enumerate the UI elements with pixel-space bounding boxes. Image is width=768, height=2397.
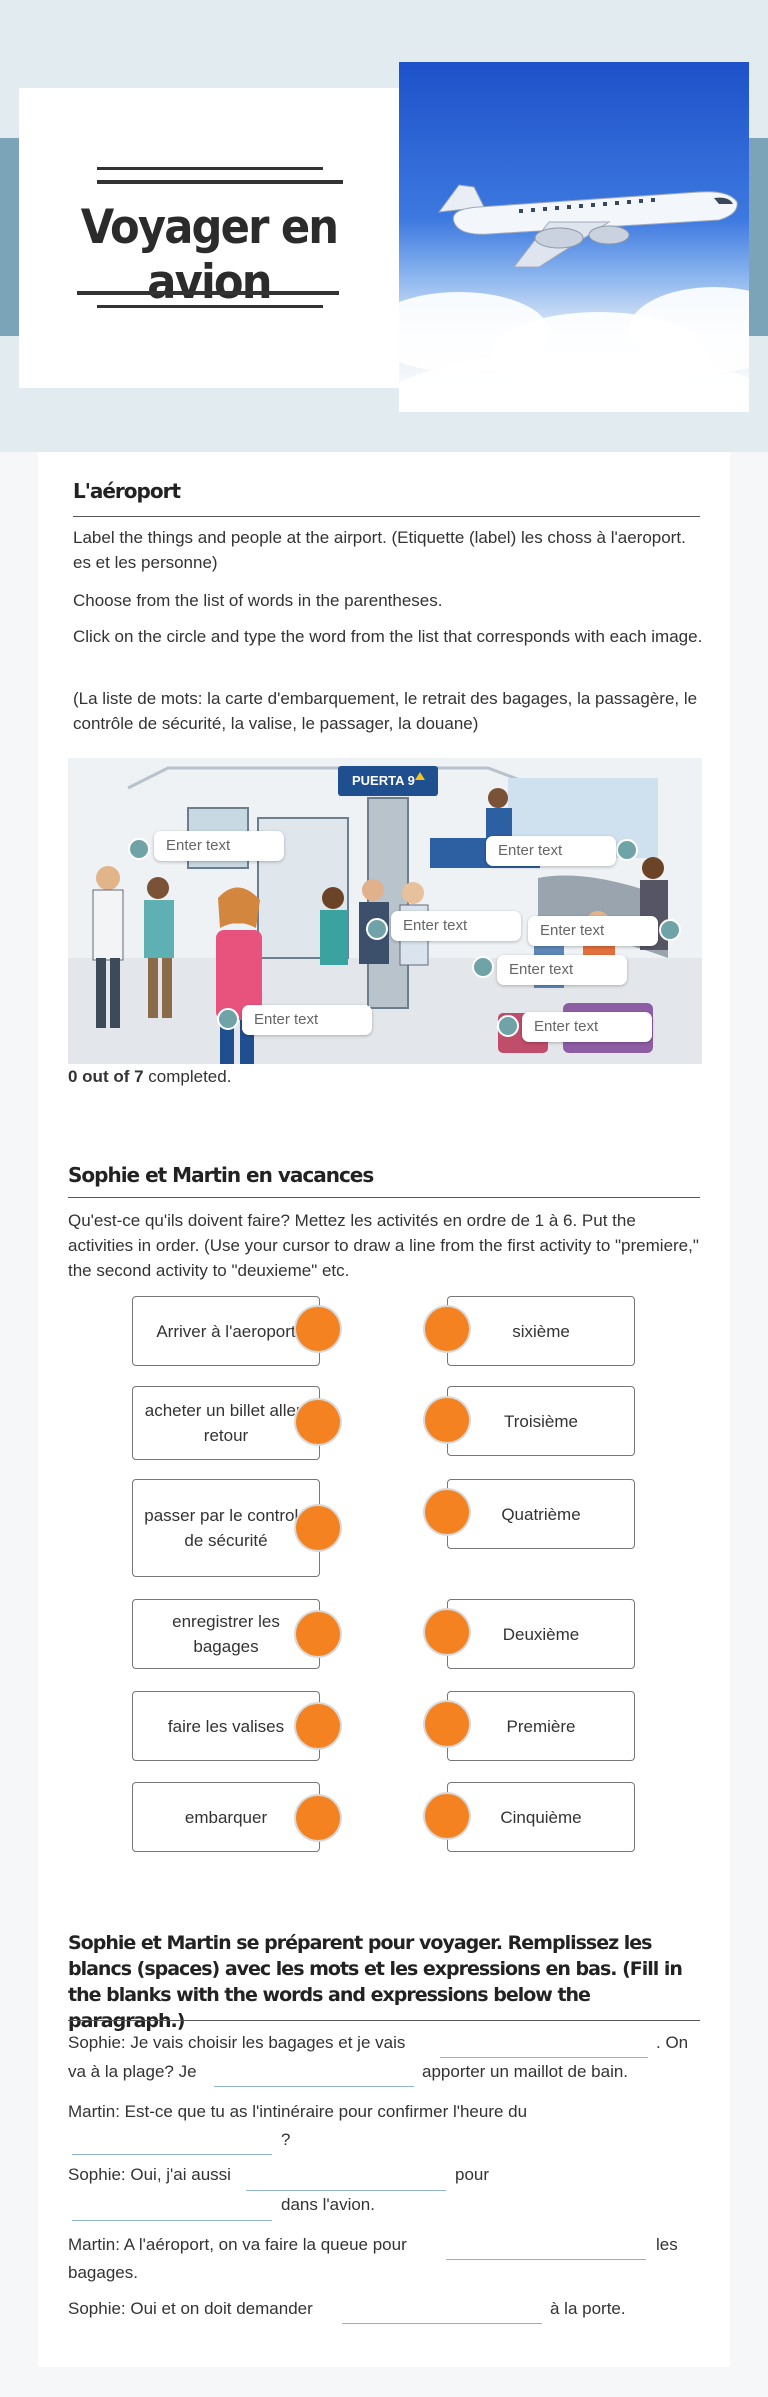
airport-heading: L'aéroport <box>73 479 181 503</box>
label-hotspot[interactable] <box>128 838 150 860</box>
ordinal-box: Quatrième <box>447 1479 635 1549</box>
divider <box>68 2020 700 2021</box>
divider <box>73 516 700 517</box>
page-title: Voyager en avion <box>80 200 339 310</box>
matching-heading: Sophie et Martin en vacances <box>68 1163 374 1187</box>
label-hotspot[interactable] <box>366 918 388 940</box>
match-dot-left[interactable] <box>296 1400 340 1444</box>
fill-blank[interactable] <box>440 2057 648 2058</box>
label-hotspot[interactable] <box>659 919 681 941</box>
label-hotspot[interactable] <box>616 839 638 861</box>
activity-box: acheter un billet aller-retour <box>132 1386 320 1460</box>
label-hotspot[interactable] <box>217 1008 239 1030</box>
sentence-text: Martin: Est-ce que tu as l'intinéraire p… <box>68 2102 528 2121</box>
progress-text: 0 out of 7 completed. <box>68 1067 231 1087</box>
sentence-text: les <box>656 2235 678 2254</box>
fill-blank[interactable] <box>446 2259 646 2260</box>
fill-heading: Sophie et Martin se préparent pour voyag… <box>68 1932 683 2032</box>
airport-scene-drawing: PUERTA 9 <box>68 758 702 1064</box>
gate-sign-text: PUERTA 9 <box>352 773 415 788</box>
label-input[interactable]: Enter text <box>242 1005 372 1035</box>
activity-box: faire les valises <box>132 1691 320 1761</box>
ordinal-box: Deuxième <box>447 1599 635 1669</box>
sentence-text: Martin: A l'aéroport, on va faire la que… <box>68 2235 407 2254</box>
sentence-text: Sophie: Oui, j'ai aussi <box>68 2165 231 2184</box>
header-stripe-left <box>0 138 19 336</box>
activity-box: passer par le controle de sécurité <box>132 1479 320 1577</box>
sentence-text: Sophie: Oui et on doit demander <box>68 2299 313 2318</box>
sentence-text: pour <box>455 2165 490 2184</box>
title-rule <box>97 180 343 184</box>
activity-box: Arriver à l'aeroport <box>132 1296 320 1366</box>
airplane-icon <box>437 184 738 268</box>
sentence-text: . On <box>656 2033 689 2052</box>
title-rule <box>77 291 339 295</box>
ordinal-box: Cinquième <box>447 1782 635 1852</box>
sentence-text: dans l'avion. <box>281 2195 375 2214</box>
label-input[interactable]: Enter text <box>497 955 627 985</box>
fill-blank[interactable] <box>214 2086 414 2087</box>
match-dot-right[interactable] <box>425 1794 469 1838</box>
fill-blank[interactable] <box>72 2154 272 2155</box>
match-dot-right[interactable] <box>425 1490 469 1534</box>
progress-suffix: completed. <box>143 1067 232 1086</box>
title-rule <box>97 305 323 308</box>
match-dot-left[interactable] <box>296 1506 340 1550</box>
sentence-text: bagages. <box>68 2263 138 2282</box>
activity-box: embarquer <box>132 1782 320 1852</box>
sentence-text: Sophie: Je vais choisir les bagages et j… <box>68 2033 406 2052</box>
header-stripe-right <box>749 138 768 336</box>
label-input[interactable]: Enter text <box>522 1012 652 1042</box>
sentence-text: apporter un maillot de bain. <box>422 2062 629 2081</box>
fill-blank[interactable] <box>246 2190 446 2191</box>
hero-airplane-image <box>399 62 749 412</box>
fill-blank[interactable] <box>342 2323 542 2324</box>
label-hotspot[interactable] <box>472 956 494 978</box>
ordinal-box: Première <box>447 1691 635 1761</box>
activity-box: enregistrer les bagages <box>132 1599 320 1669</box>
match-dot-right[interactable] <box>425 1610 469 1654</box>
matching-instructions: Qu'est-ce qu'ils doivent faire? Mettez l… <box>68 1211 699 1280</box>
airport-instruction-2: Choose from the list of words in the par… <box>73 591 443 610</box>
match-dot-right[interactable] <box>425 1702 469 1746</box>
airport-instruction-3: Click on the circle and type the word fr… <box>73 627 703 646</box>
sentence-text: va à la plage? Je <box>68 2062 197 2081</box>
ordinal-box: sixième <box>447 1296 635 1366</box>
match-dot-left[interactable] <box>296 1612 340 1656</box>
label-input[interactable]: Enter text <box>528 916 658 946</box>
sentence-text: ? <box>281 2130 291 2149</box>
label-input[interactable]: Enter text <box>486 836 616 866</box>
airport-illustration: PUERTA 9 Enter text Enter text Enter tex… <box>68 758 702 1064</box>
match-dot-right[interactable] <box>425 1398 469 1442</box>
match-dot-right[interactable] <box>425 1307 469 1351</box>
label-hotspot[interactable] <box>497 1015 519 1037</box>
title-card: Voyager en avion <box>19 88 399 388</box>
title-rule <box>97 167 323 170</box>
match-dot-left[interactable] <box>296 1704 340 1748</box>
ordinal-box: Troisième <box>447 1386 635 1456</box>
progress-count: 0 out of 7 <box>68 1067 144 1086</box>
divider <box>68 1197 700 1198</box>
airport-instruction-1: Label the things and people at the airpo… <box>73 528 686 572</box>
match-dot-left[interactable] <box>296 1796 340 1840</box>
label-input[interactable]: Enter text <box>391 911 521 941</box>
airport-instruction-4: (La liste de mots: la carte d'embarqueme… <box>73 689 698 733</box>
match-dot-left[interactable] <box>296 1307 340 1351</box>
label-input[interactable]: Enter text <box>154 831 284 861</box>
sentence-text: à la porte. <box>550 2299 626 2318</box>
fill-blank[interactable] <box>72 2220 272 2221</box>
